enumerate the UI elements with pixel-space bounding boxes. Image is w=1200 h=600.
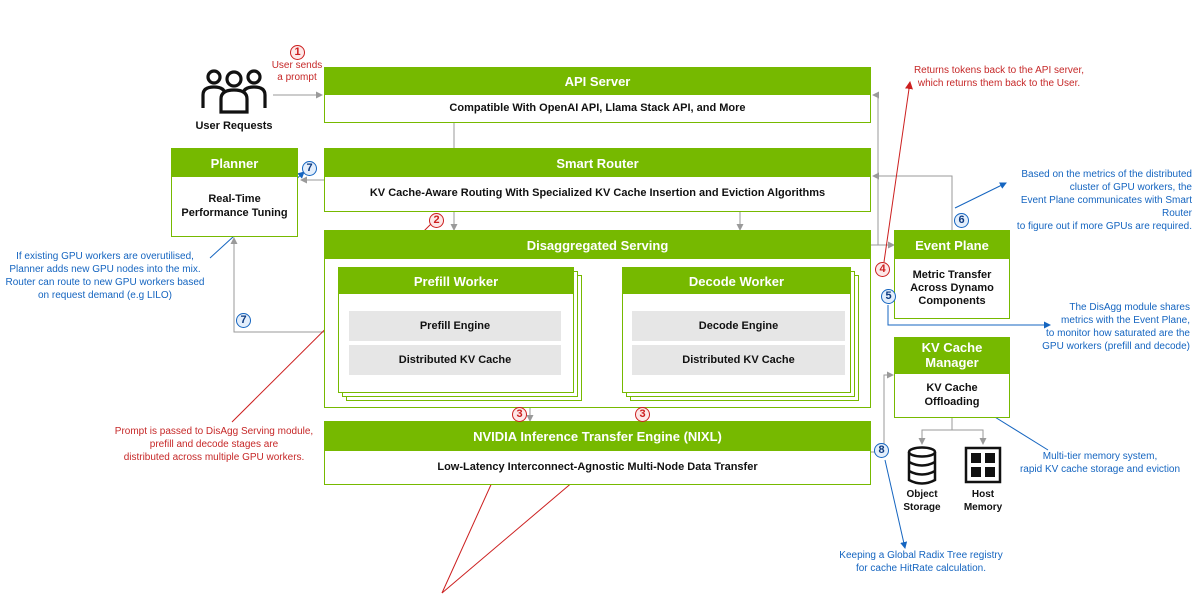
step-3-badge-left: 3 xyxy=(512,407,527,422)
step-2-badge: 2 xyxy=(429,213,444,228)
step-6-badge: 6 xyxy=(954,213,969,228)
step-7-badge-bottom: 7 xyxy=(236,313,251,328)
note-planner-line-1: If existing GPU workers are overutilised… xyxy=(16,251,194,262)
event-plane-line-3: Components xyxy=(918,295,986,308)
event-plane-title: Event Plane xyxy=(895,231,1009,259)
event-plane-box: Event Plane Metric Transfer Across Dynam… xyxy=(894,230,1010,319)
note-user-sends-line-1: User sends xyxy=(271,60,323,71)
kv-cache-manager-line-1: KV Cache xyxy=(926,382,978,395)
note-prompt-passed-line-2: prefill and decode stages are xyxy=(149,439,279,450)
note-user-sends-line-2: a prompt xyxy=(277,72,317,83)
nixl-title: NVIDIA Inference Transfer Engine (NIXL) xyxy=(325,422,870,451)
step-7-badge-top: 7 xyxy=(302,161,317,176)
note-prompt-passed: Prompt is passed to DisAgg Serving modul… xyxy=(96,425,332,464)
prefill-kv-cache-block: Distributed KV Cache xyxy=(349,345,561,375)
decode-kv-cache-block: Distributed KV Cache xyxy=(632,345,845,375)
planner-description: Real-Time Performance Tuning xyxy=(172,177,297,236)
prefill-worker-title: Prefill Worker xyxy=(339,268,573,294)
host-memory-label: Host Memory xyxy=(951,489,1015,514)
note-multi-tier-line-1: Multi-tier memory system, xyxy=(1042,451,1158,462)
object-storage-line-1: Object xyxy=(906,489,938,500)
api-server-title: API Server xyxy=(325,68,870,95)
note-returns-line-2: which returns them back to the User. xyxy=(917,78,1081,89)
smart-router-box: Smart Router KV Cache-Aware Routing With… xyxy=(324,148,871,212)
note-disagg-shares: The DisAgg module shares metrics with th… xyxy=(1018,301,1190,353)
note-disagg-shares-line-4: GPU workers (prefill and decode) xyxy=(1042,341,1190,352)
kv-cache-manager-title-line-2: Manager xyxy=(925,355,979,370)
step-8-badge: 8 xyxy=(874,443,889,458)
api-server-box: API Server Compatible With OpenAI API, L… xyxy=(324,67,871,123)
note-planner-line-2: Planner adds new GPU nodes into the mix. xyxy=(9,264,201,275)
step-3-badge-right: 3 xyxy=(635,407,650,422)
kv-cache-manager-line-2: Offloading xyxy=(924,395,980,408)
object-storage-line-2: Storage xyxy=(903,501,941,513)
event-plane-line-1: Metric Transfer xyxy=(912,268,992,281)
event-plane-description: Metric Transfer Across Dynamo Components xyxy=(895,259,1009,318)
disagg-serving-title: Disaggregated Serving xyxy=(325,231,870,259)
host-memory-line-2: Memory xyxy=(963,501,1003,513)
kv-cache-manager-description: KV Cache Offloading xyxy=(895,374,1009,417)
note-radix-line-2: for cache HitRate calculation. xyxy=(855,563,987,574)
prefill-worker-box: Prefill Worker Prefill Engine Distribute… xyxy=(338,267,574,393)
prefill-engine-block: Prefill Engine xyxy=(349,311,561,341)
decode-worker-title: Decode Worker xyxy=(623,268,850,294)
note-event-metrics-line-2: cluster of GPU workers, the xyxy=(1069,182,1192,193)
note-radix: Keeping a Global Radix Tree registry for… xyxy=(824,549,1018,575)
smart-router-description: KV Cache-Aware Routing With Specialized … xyxy=(369,187,826,200)
database-icon xyxy=(907,446,937,485)
decode-engine-block: Decode Engine xyxy=(632,311,845,341)
note-returns-tokens: Returns tokens back to the API server, w… xyxy=(894,64,1104,90)
users-icon xyxy=(201,69,267,114)
event-plane-line-2: Across Dynamo xyxy=(910,281,994,294)
nixl-box: NVIDIA Inference Transfer Engine (NIXL) … xyxy=(324,421,871,485)
user-requests-label: User Requests xyxy=(195,120,273,132)
planner-line-2: Performance Tuning xyxy=(181,206,288,219)
host-memory-line-1: Host xyxy=(971,489,995,500)
kv-cache-manager-title-line-1: KV Cache xyxy=(921,340,983,356)
step-1-badge: 1 xyxy=(290,45,305,60)
note-event-metrics-line-1: Based on the metrics of the distributed xyxy=(1021,169,1192,180)
planner-line-1: Real-Time xyxy=(208,193,261,206)
note-disagg-shares-line-3: to monitor how saturated are the xyxy=(1046,328,1190,339)
step-5-badge: 5 xyxy=(881,289,896,304)
decode-worker-box: Decode Worker Decode Engine Distributed … xyxy=(622,267,851,393)
note-event-metrics-line-4: to figure out if more GPUs are required. xyxy=(1016,221,1192,232)
note-disagg-shares-line-1: The DisAgg module shares xyxy=(1069,302,1190,313)
step-4-badge: 4 xyxy=(875,262,890,277)
note-event-metrics-line-3: Event Plane communicates with Smart Rout… xyxy=(1020,195,1192,219)
nixl-description: Low-Latency Interconnect-Agnostic Multi-… xyxy=(437,460,758,473)
note-returns-line-1: Returns tokens back to the API server, xyxy=(913,65,1085,76)
note-planner-line-4: on request demand (e.g LILO) xyxy=(38,290,172,301)
note-planner: If existing GPU workers are overutilised… xyxy=(2,250,208,302)
planner-title: Planner xyxy=(172,149,297,177)
note-user-sends: User sends a prompt xyxy=(268,60,326,84)
note-radix-line-1: Keeping a Global Radix Tree registry xyxy=(839,550,1003,561)
note-planner-line-3: Router can route to new GPU workers base… xyxy=(5,277,205,288)
kv-cache-manager-title: KV Cache Manager xyxy=(895,338,1009,374)
object-storage-label: Object Storage xyxy=(890,489,954,514)
planner-box: Planner Real-Time Performance Tuning xyxy=(171,148,298,237)
note-prompt-passed-line-3: distributed across multiple GPU workers. xyxy=(123,452,305,463)
note-prompt-passed-line-1: Prompt is passed to DisAgg Serving modul… xyxy=(114,426,314,437)
note-multi-tier-line-2: rapid KV cache storage and eviction xyxy=(1019,464,1181,475)
smart-router-title: Smart Router xyxy=(325,149,870,177)
note-disagg-shares-line-2: metrics with the Event Plane, xyxy=(1061,315,1190,326)
memory-chip-icon xyxy=(964,446,1002,484)
kv-cache-manager-box: KV Cache Manager KV Cache Offloading xyxy=(894,337,1010,418)
note-multi-tier: Multi-tier memory system, rapid KV cache… xyxy=(1010,450,1190,476)
api-server-description: Compatible With OpenAI API, Llama Stack … xyxy=(449,101,746,114)
note-event-metrics: Based on the metrics of the distributed … xyxy=(1000,168,1192,233)
